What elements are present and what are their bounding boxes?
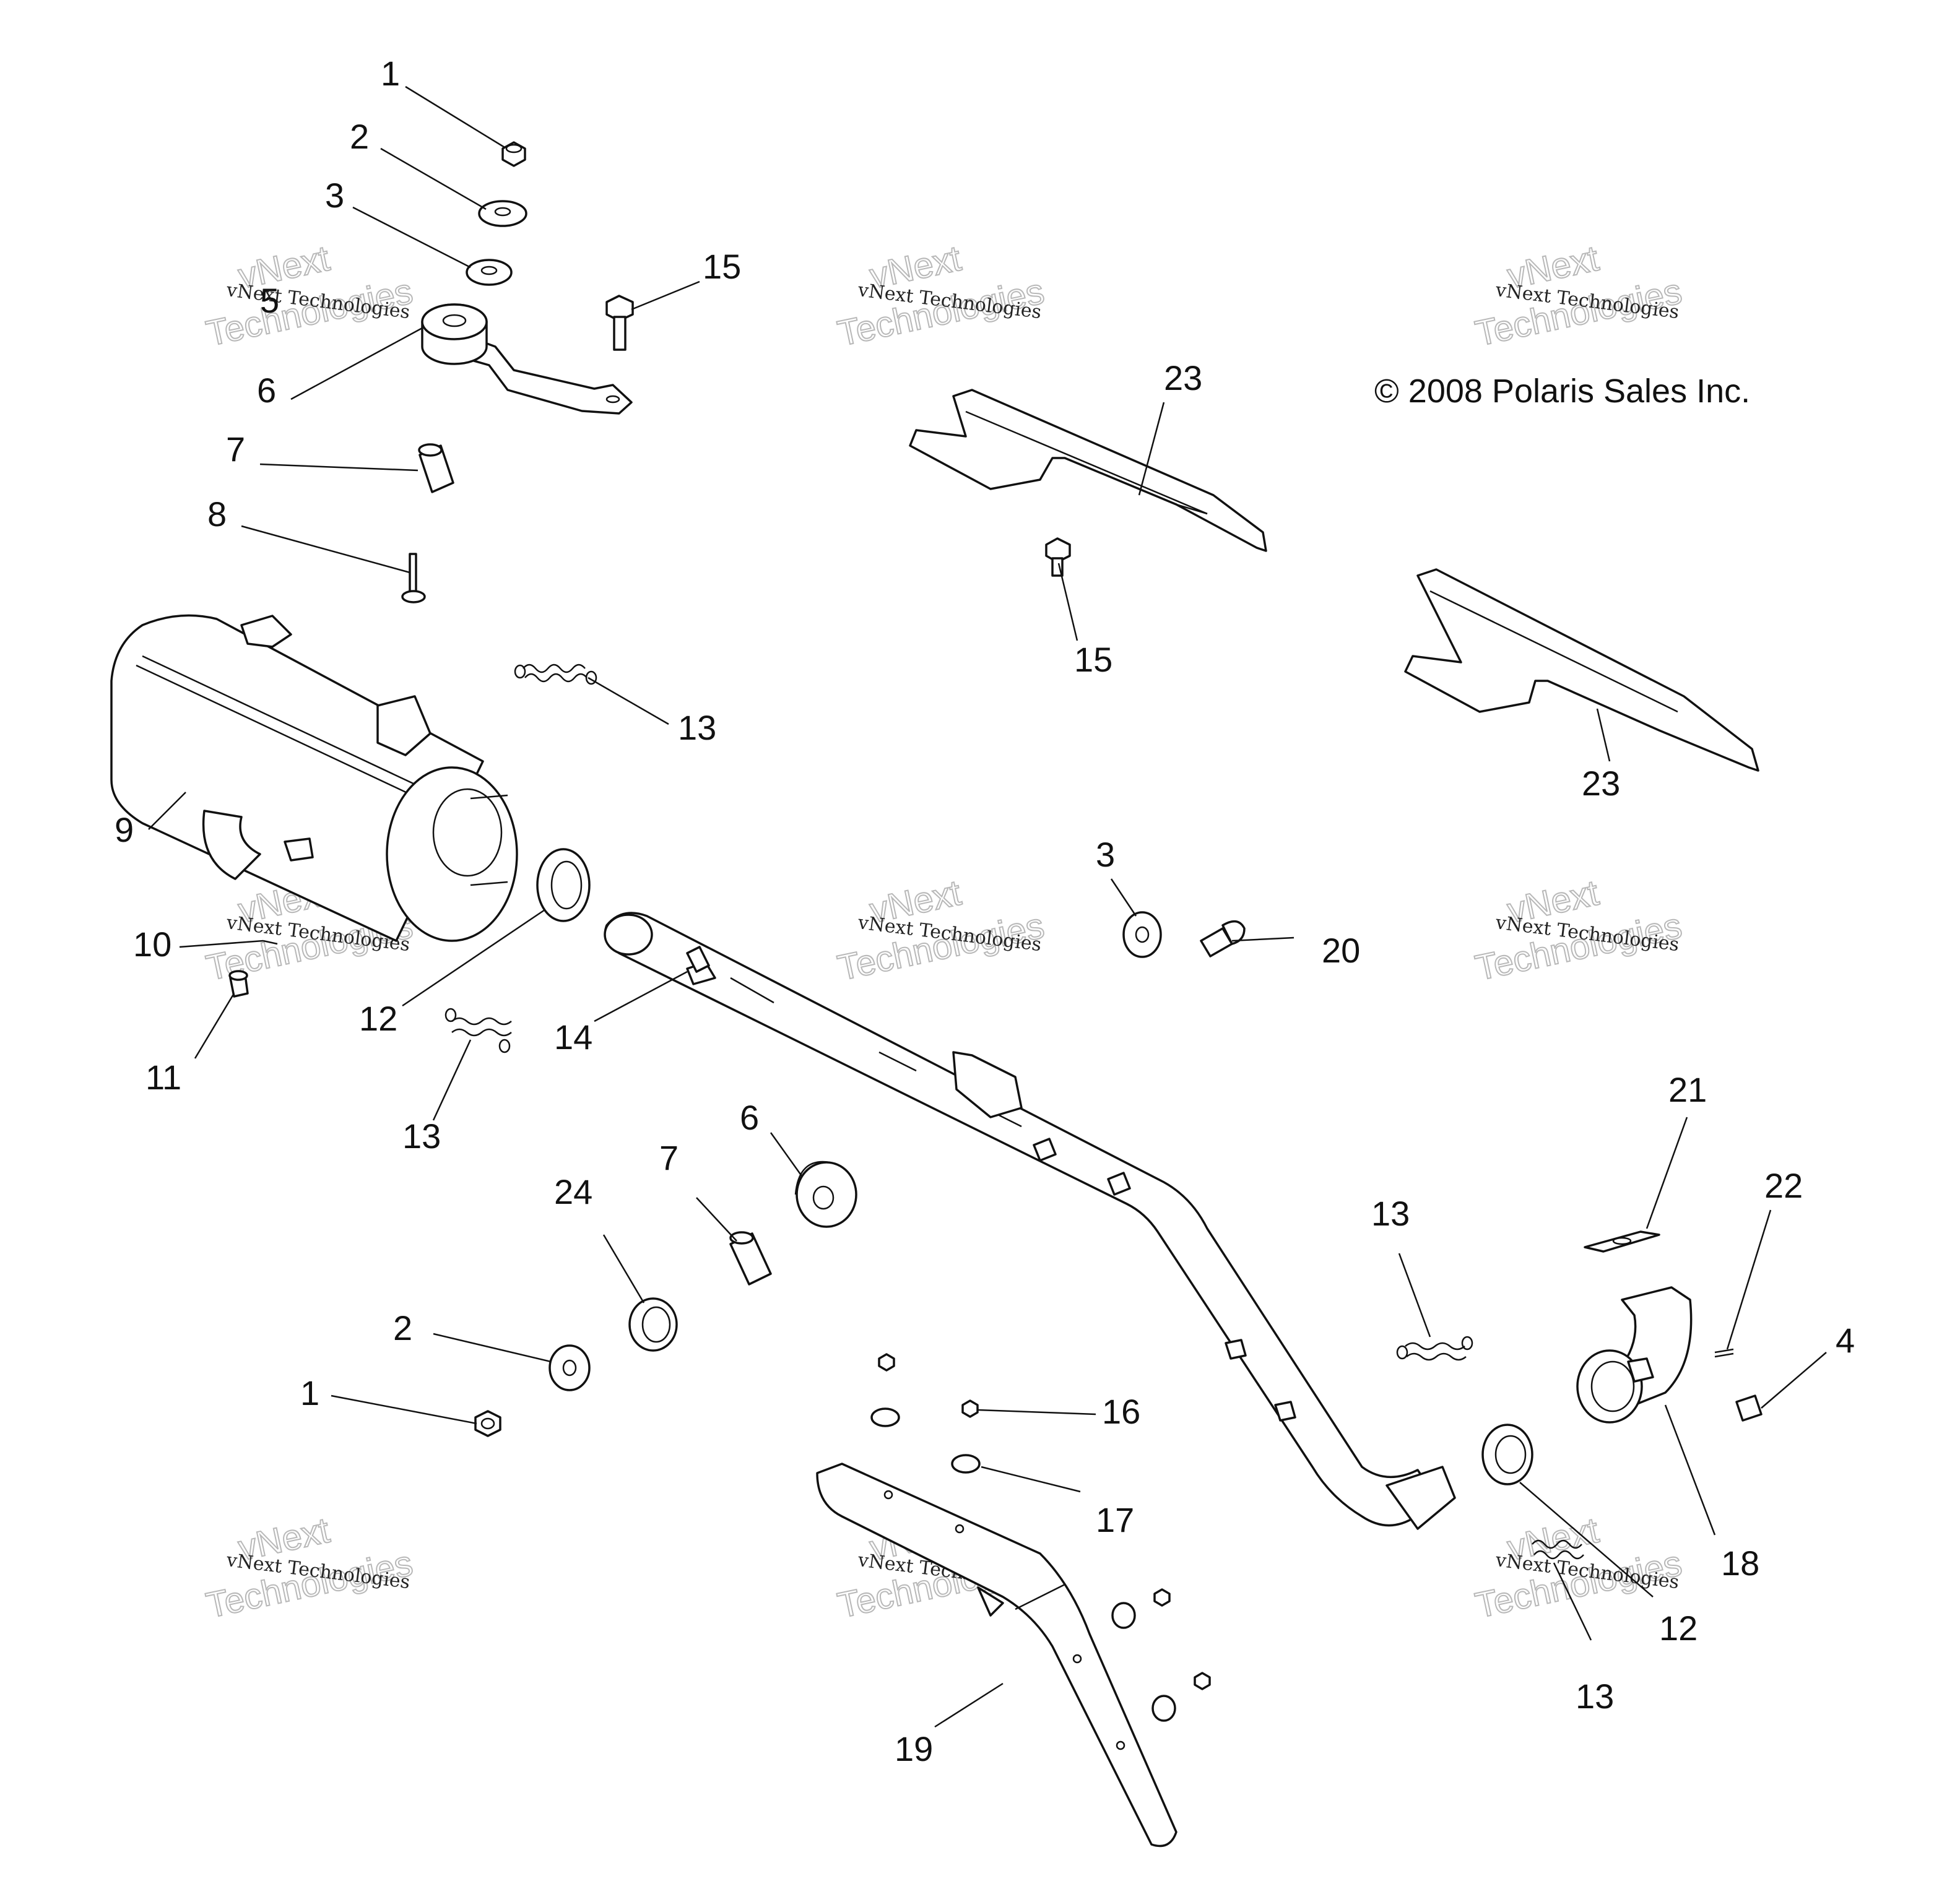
callout-13: 13 [678, 708, 716, 747]
callout-1b: 1 [300, 1373, 319, 1412]
callout-9: 9 [115, 810, 134, 849]
nut-16-group [878, 1353, 1211, 1690]
callout-16: 16 [1102, 1392, 1140, 1431]
callout-23b: 23 [1582, 764, 1620, 803]
spring-13-lower-middle [1396, 1336, 1473, 1361]
muffler [110, 614, 518, 942]
callout-12: 12 [359, 999, 397, 1038]
bolt-15-top [605, 295, 634, 351]
pin-10 [262, 940, 278, 945]
spring-13-bottom-right [1532, 1539, 1584, 1560]
grommet-top [421, 303, 488, 365]
gasket-21 [1584, 1230, 1660, 1253]
head-pipe [604, 912, 1456, 1530]
bolt-8 [401, 553, 426, 603]
callout-24: 24 [554, 1172, 592, 1211]
callout-14: 14 [554, 1018, 592, 1057]
bolt-20 [1200, 920, 1246, 957]
callout-13d: 13 [1576, 1677, 1614, 1716]
copyright-text: © 2008 Polaris Sales Inc. [1374, 373, 1750, 410]
leader-lines [148, 85, 1827, 1728]
sleeve-lower [729, 1231, 772, 1286]
nut-4 [1735, 1394, 1763, 1422]
callout-17: 17 [1096, 1500, 1134, 1539]
bolt-15-middle [1045, 537, 1071, 577]
grommet-lower [794, 1161, 857, 1228]
callout-2b: 2 [393, 1308, 412, 1347]
tailpipe-shield-19 [816, 1463, 1177, 1848]
callout-11: 11 [145, 1058, 181, 1097]
callout-7b: 7 [659, 1138, 679, 1177]
spring-13-lower-left [444, 1008, 512, 1053]
bolt-11 [228, 970, 249, 998]
callout-4: 4 [1836, 1321, 1855, 1360]
header-elbow-18 [1576, 1286, 1693, 1424]
callout-13b: 13 [402, 1117, 441, 1156]
nut-lower [474, 1410, 501, 1437]
callout-10: 10 [133, 925, 171, 964]
washer-17-group [870, 1407, 1176, 1722]
callout-22: 22 [1764, 1166, 1803, 1205]
callout-1: 1 [381, 54, 400, 93]
callout-6: 6 [257, 371, 276, 410]
callout-15: 15 [703, 247, 741, 286]
callout-7: 7 [226, 430, 245, 469]
callout-23: 23 [1164, 358, 1202, 397]
callout-20: 20 [1322, 931, 1360, 970]
gasket-24 [628, 1297, 678, 1352]
gasket-12-left [536, 848, 591, 922]
callout-8: 8 [207, 495, 227, 534]
callout-19: 19 [895, 1729, 933, 1768]
callout-6b: 6 [740, 1098, 759, 1137]
callout-5: 5 [260, 281, 279, 320]
sleeve-top [418, 443, 454, 493]
stud-22 [1714, 1348, 1734, 1358]
heat-shield-23-lower [1404, 568, 1759, 772]
callout-13c: 13 [1371, 1194, 1410, 1233]
callout-15b: 15 [1074, 640, 1112, 679]
clamp-14 [686, 946, 710, 973]
washer-2-lower [549, 1344, 591, 1391]
nut-top [501, 141, 526, 167]
callout-21: 21 [1668, 1070, 1707, 1109]
spring-13-upper [514, 664, 597, 685]
callout-labels: 1 2 3 5 15 6 7 8 13 9 10 12 11 13 14 23 … [115, 54, 1855, 1768]
callout-12b: 12 [1659, 1609, 1698, 1648]
heat-shield-23-upper [909, 389, 1267, 552]
callout-2: 2 [350, 117, 369, 156]
gasket-12-right [1481, 1424, 1533, 1485]
washer-top-3 [466, 259, 513, 286]
washer-top-2 [478, 200, 527, 227]
callout-3: 3 [325, 176, 344, 215]
callout-3b: 3 [1096, 835, 1115, 874]
washer-3-middle [1122, 911, 1162, 958]
callout-18: 18 [1721, 1544, 1759, 1583]
